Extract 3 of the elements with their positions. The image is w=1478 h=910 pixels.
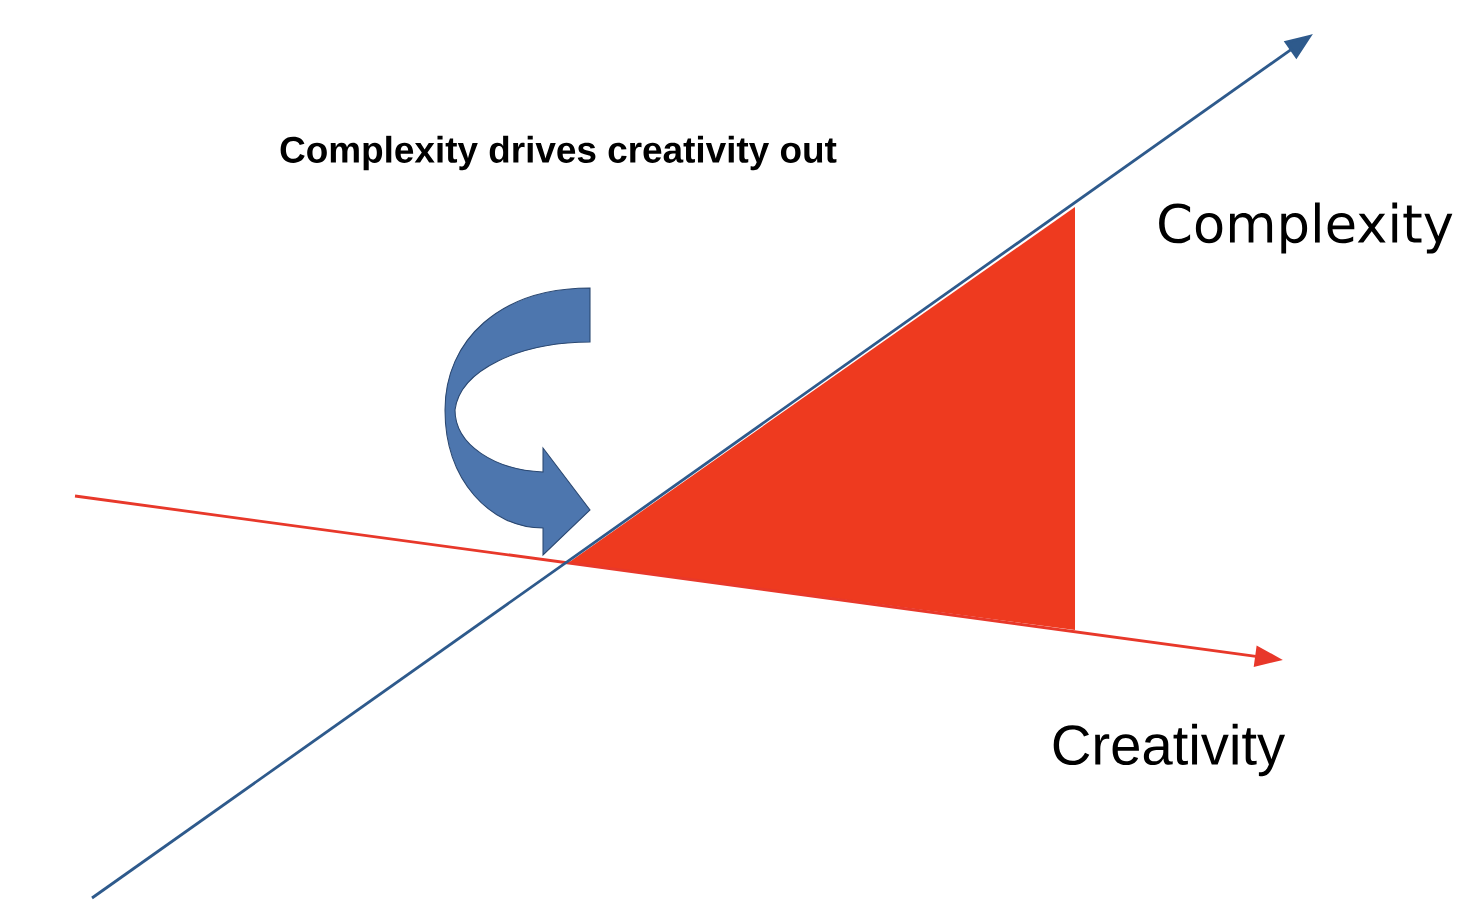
axis-label: Complexity <box>1159 202 1453 254</box>
title: Complexity drives creativity out <box>280 135 837 171</box>
axis-label: Creativity <box>1053 723 1286 777</box>
